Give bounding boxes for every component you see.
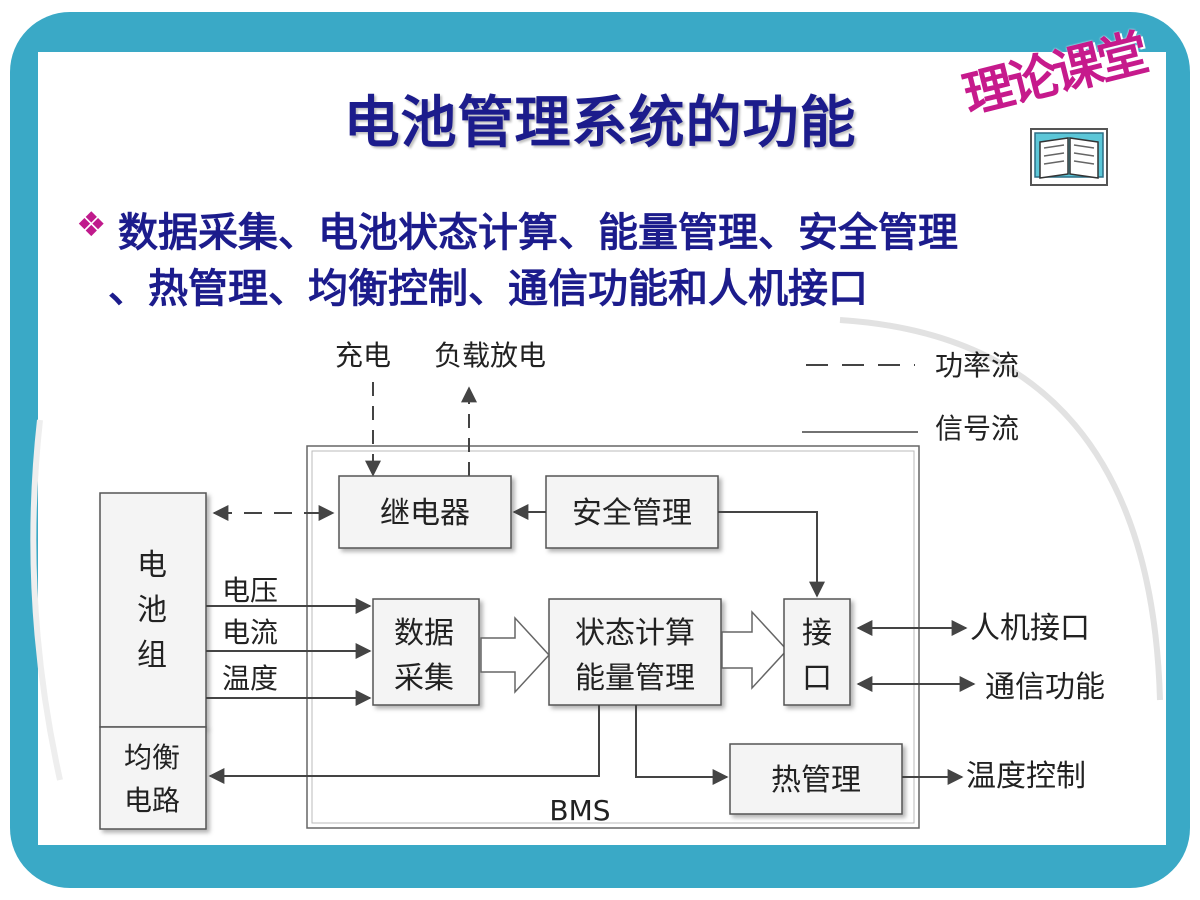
state-calc-label-1: 状态计算 xyxy=(575,616,695,651)
battery-label-3: 组 xyxy=(137,638,167,673)
bullet-line-2: 、热管理、均衡控制、通信功能和人机接口 xyxy=(108,265,868,312)
state-calc-label-2: 能量管理 xyxy=(575,661,695,696)
battery-label-2: 池 xyxy=(137,593,167,628)
interface-label-2: 口 xyxy=(802,661,832,696)
arrow-state-thermal xyxy=(635,705,729,785)
bms-label: BMS xyxy=(549,794,610,827)
bullet-line-1: 数据采集、电池状态计算、能量管理、安全管理 xyxy=(118,209,958,256)
interface-label-1: 接 xyxy=(802,616,832,651)
data-acq-box xyxy=(372,598,480,706)
bullet-text: 数据采集、电池状态计算、能量管理、安全管理 、热管理、均衡控制、通信功能和人机接… xyxy=(108,205,1128,317)
decor-arc xyxy=(839,317,1163,701)
open-book-icon xyxy=(1030,128,1108,186)
data-acq-label-2: 采集 xyxy=(394,661,454,696)
block-arrow-state-to-interface xyxy=(721,610,789,690)
page-title: 电池管理系统的功能 xyxy=(343,90,857,156)
legend-power-label: 功率流 xyxy=(935,349,1019,382)
voltage-label: 电压 xyxy=(222,574,278,607)
arrow-safety-interface xyxy=(718,511,825,598)
slide-canvas xyxy=(38,52,1166,845)
bullet-marker-icon: ❖ xyxy=(76,205,107,245)
battery-pack-box xyxy=(99,492,207,728)
legend-signal-label: 信号流 xyxy=(935,412,1019,445)
thermal-box xyxy=(729,743,903,815)
balance-label-1: 均衡 xyxy=(124,741,180,774)
temperature-label: 温度 xyxy=(222,662,278,695)
bms-frame-inner xyxy=(311,450,915,824)
safety-box xyxy=(545,475,719,549)
bms-frame xyxy=(306,445,920,829)
current-label: 电流 xyxy=(222,616,278,649)
temp-control-label: 温度控制 xyxy=(966,759,1086,794)
balance-circuit-box xyxy=(99,726,207,830)
discharge-label: 负载放电 xyxy=(434,339,546,372)
thermal-label: 热管理 xyxy=(771,763,861,798)
data-acq-label-1: 数据 xyxy=(394,616,454,651)
decor-arc xyxy=(30,419,63,781)
block-arrow-data-to-state xyxy=(480,616,551,694)
arrow-state-balance xyxy=(208,705,600,784)
relay-box xyxy=(338,475,512,549)
hmi-label: 人机接口 xyxy=(970,611,1090,646)
charge-label: 充电 xyxy=(335,339,391,372)
balance-label-2: 电路 xyxy=(124,784,180,817)
comm-label: 通信功能 xyxy=(985,670,1105,705)
interface-box xyxy=(783,598,851,706)
safety-label: 安全管理 xyxy=(572,496,692,531)
battery-label-1: 电 xyxy=(137,548,167,583)
relay-label: 继电器 xyxy=(380,496,470,531)
